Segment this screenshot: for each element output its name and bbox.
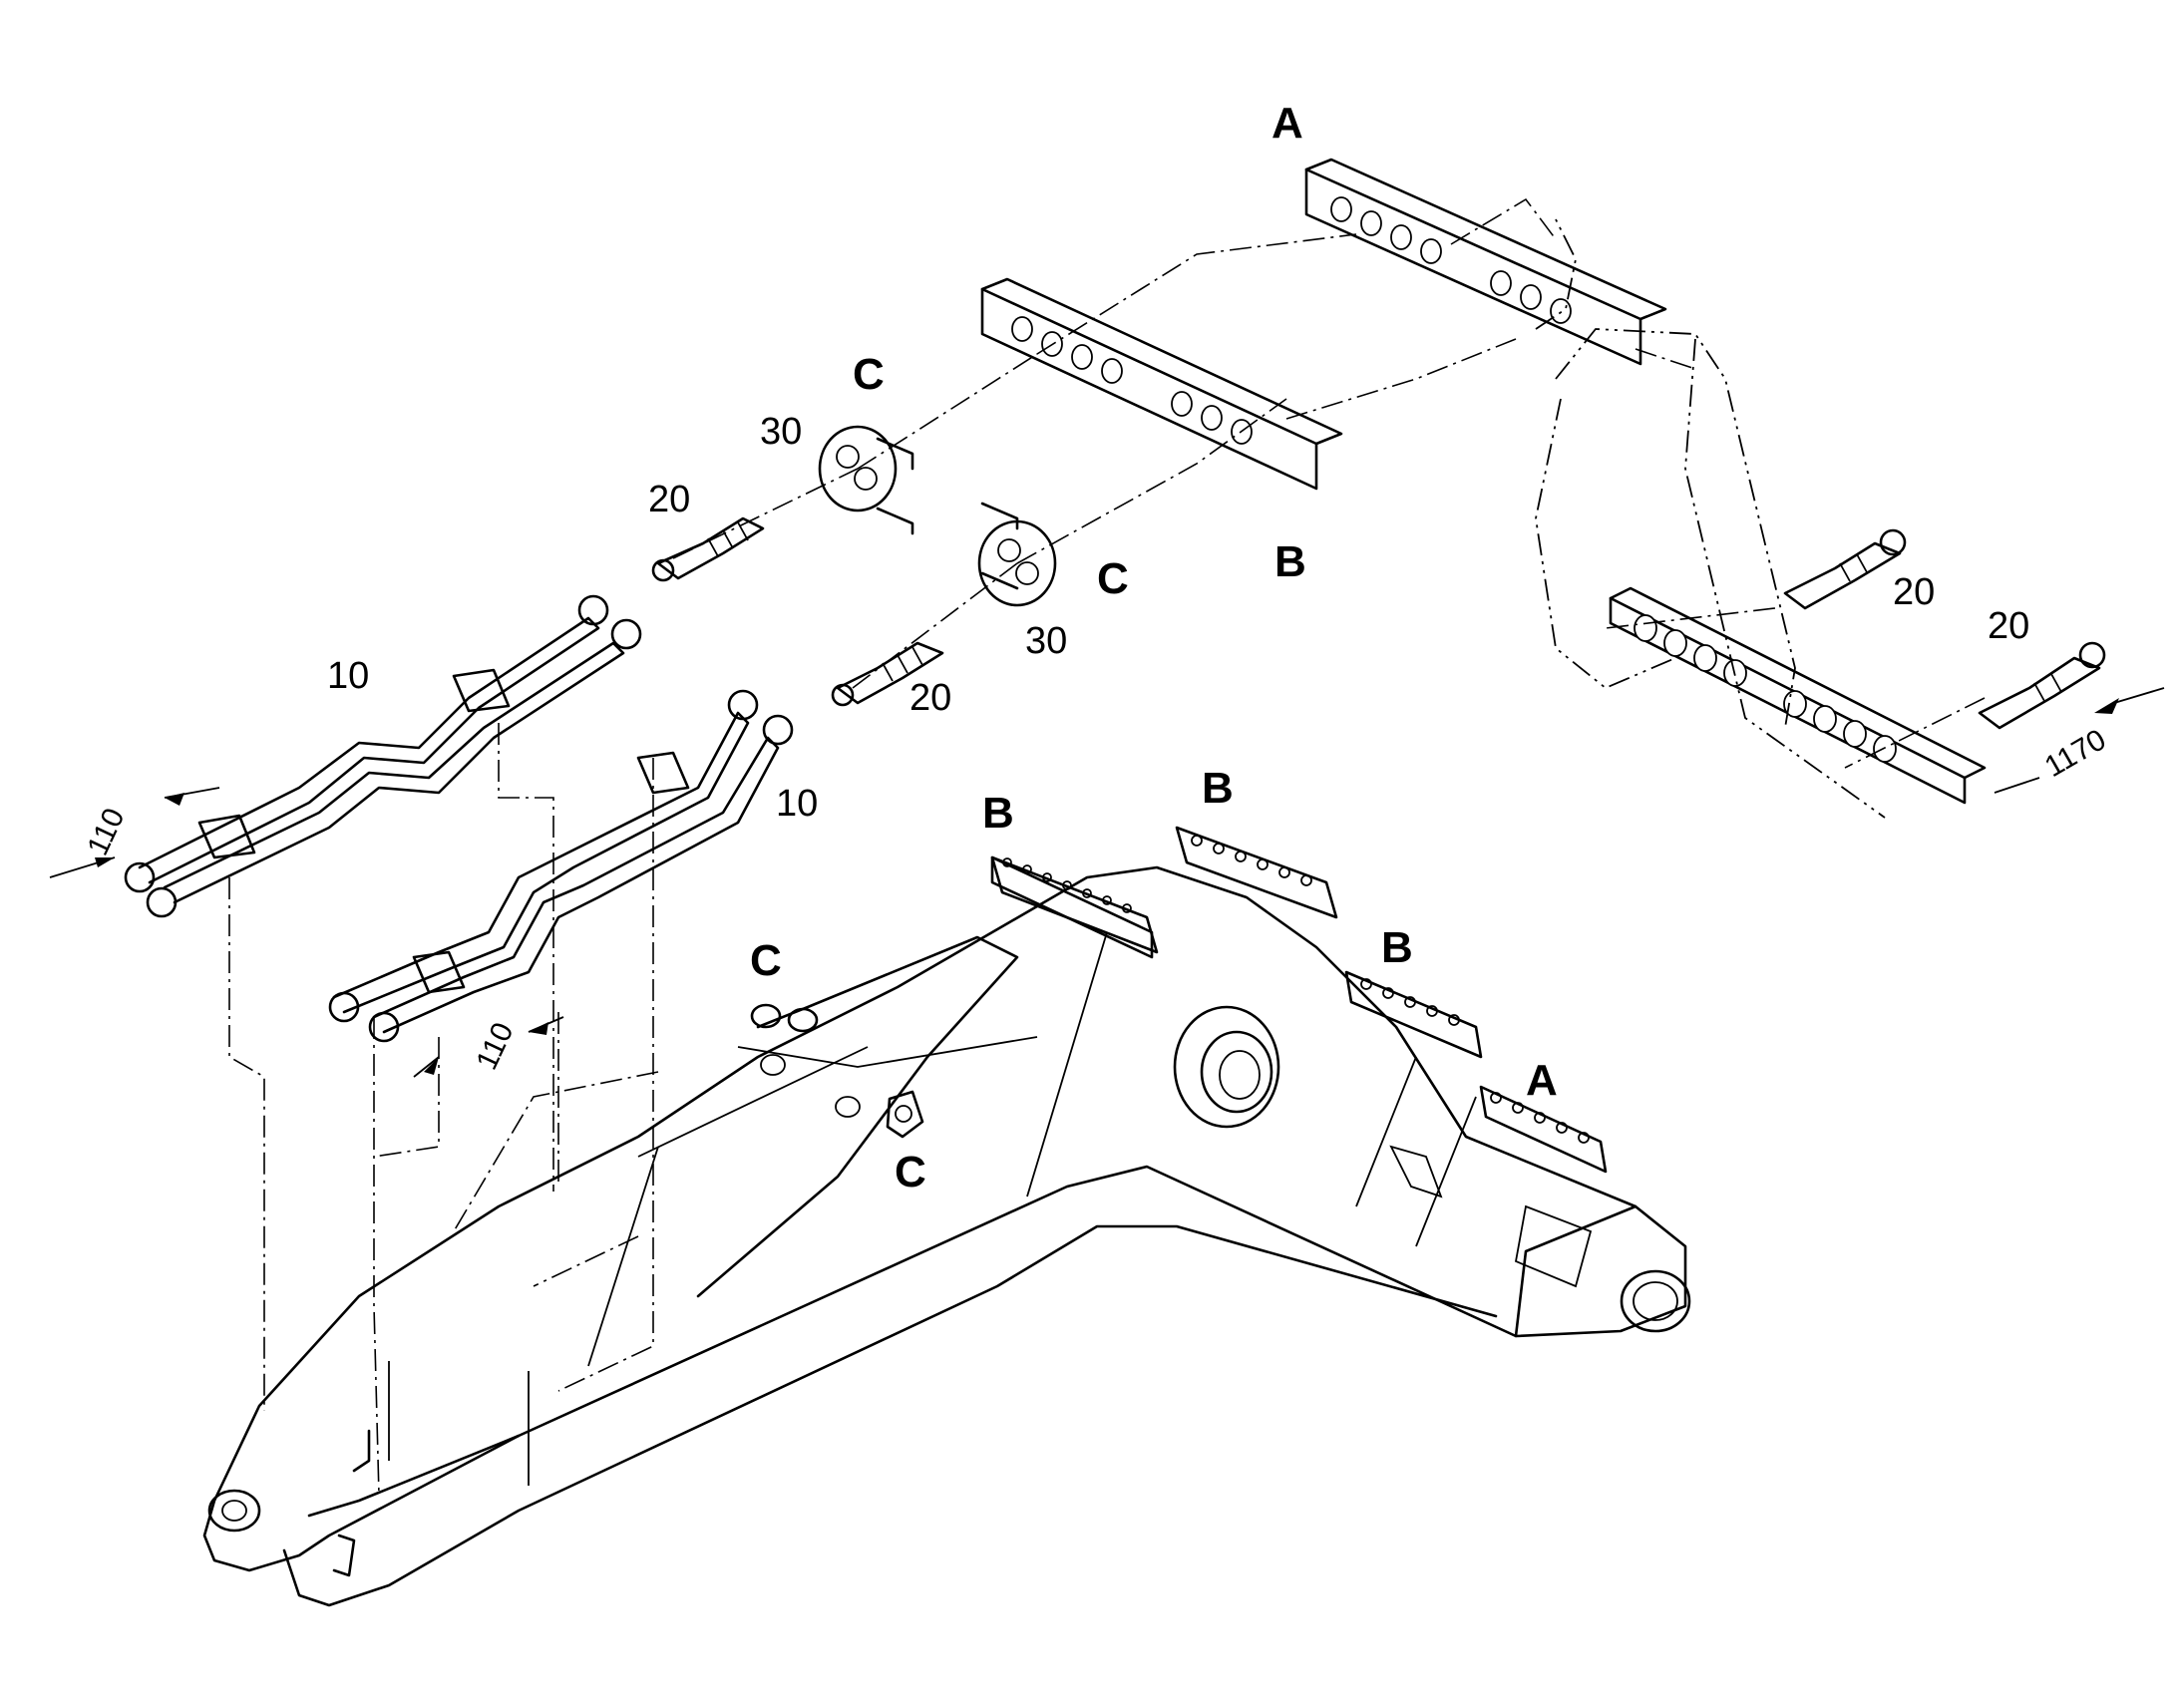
label-20-c: 20 — [1893, 571, 1935, 613]
label-dim-110-upper: 110 — [81, 804, 131, 860]
clamp-bar-right — [1609, 586, 1987, 805]
label-dim-1170: 1170 — [2039, 723, 2111, 784]
label-30-b: 30 — [1025, 620, 1067, 662]
clamp-body-c-1 — [818, 425, 914, 535]
boom-arm — [202, 865, 1691, 1607]
boom-top-clamp-b — [990, 855, 1154, 959]
label-10-upper: 10 — [327, 655, 369, 697]
dimension-110-lower — [413, 1016, 564, 1078]
assembly-lines — [228, 197, 1986, 1497]
pipe-assembly-lower — [328, 689, 794, 1043]
boom-clamp-c-upper — [750, 1003, 819, 1033]
boom-mounted-clamps — [750, 826, 1608, 1174]
dimension-110-upper — [49, 787, 220, 878]
label-c-boom-1: C — [750, 936, 782, 985]
hose-fitting-4 — [1978, 641, 2106, 730]
hose-fitting-1 — [651, 516, 765, 582]
label-a-top: A — [1272, 99, 1303, 148]
label-b-top: B — [1274, 537, 1306, 586]
label-20-d: 20 — [1988, 605, 2029, 647]
label-c-clamp-1: C — [853, 350, 885, 399]
clamp-bar-a-top — [1304, 158, 1667, 366]
pipe-assembly-upper — [124, 594, 642, 918]
label-20-b: 20 — [909, 677, 951, 719]
label-b-boom-2: B — [1202, 764, 1234, 813]
label-10-lower: 10 — [776, 783, 818, 825]
clamp-bar-b-top — [980, 277, 1343, 491]
hose-fitting-3 — [1783, 528, 1907, 610]
label-c-clamp-2: C — [1097, 554, 1129, 603]
clamp-body-c-2 — [977, 502, 1057, 607]
label-a-boom: A — [1526, 1056, 1558, 1105]
boom-clamp-c-lower — [886, 1090, 924, 1139]
label-dim-110-lower: 110 — [470, 1018, 520, 1075]
dimension-1170 — [1994, 687, 2165, 794]
boom-clamp-b3 — [1344, 970, 1483, 1059]
label-b-boom-1: B — [982, 789, 1014, 838]
label-c-boom-2: C — [895, 1148, 926, 1196]
hose-fitting-2 — [831, 641, 944, 707]
label-30-a: 30 — [760, 411, 802, 453]
boom-clamp-b2 — [1175, 826, 1338, 919]
label-b-boom-3: B — [1381, 923, 1413, 972]
boom-clamp-a — [1479, 1085, 1608, 1174]
label-20-a: 20 — [648, 479, 690, 520]
